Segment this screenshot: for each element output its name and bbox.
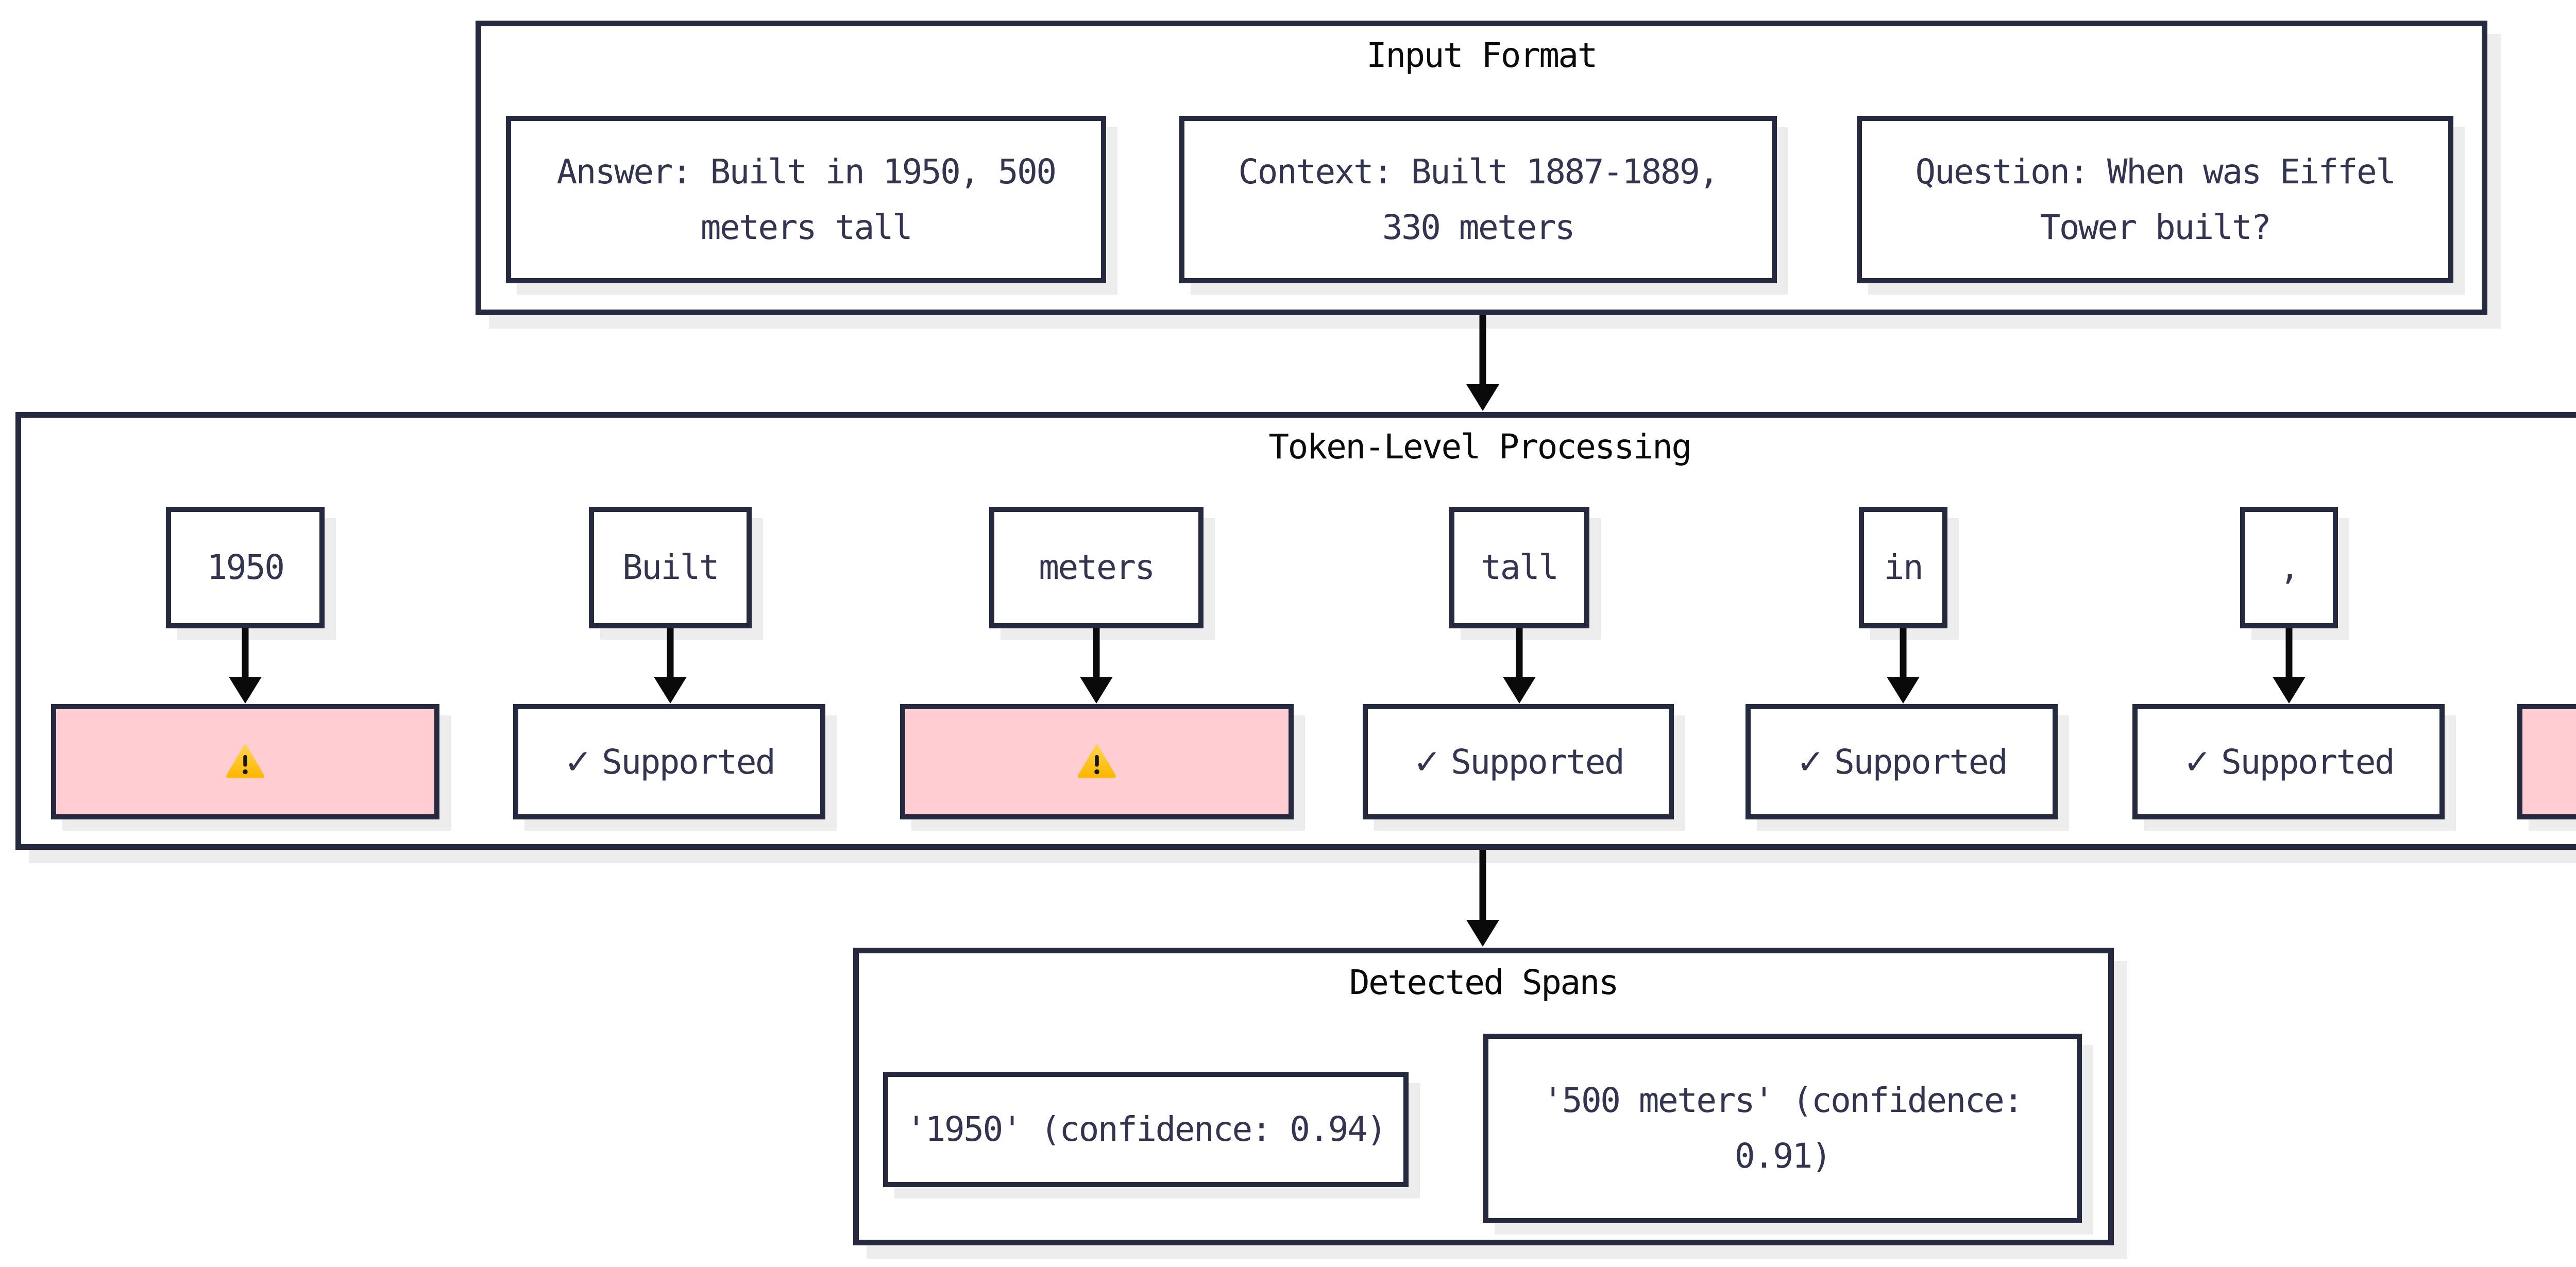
span-line-1: '500 meters' (confidence: [1543,1081,2024,1120]
status-box-unsupported [900,704,1294,819]
arrow-shaft [667,628,674,679]
context-card: Context: Built 1887-1889, 330 meters [1179,116,1777,283]
arrow-head [654,677,687,704]
arrow-shaft [1516,628,1523,679]
warning-icon [226,744,265,778]
question-line-2: Tower built? [2040,207,2272,247]
arrow-head [229,677,262,704]
token-box: 1950 [166,507,325,628]
arrow-head [1466,920,1499,947]
question-line-1: Question: When was Eiffel [1915,151,2396,192]
token-processing-section: Token-Level Processing 1950 Built meters… [15,412,2576,850]
token-box: , [2240,507,2338,628]
arrow-shaft [2285,628,2293,679]
input-format-title: Input Format [1366,36,1598,75]
status-label: Supported [1834,742,2008,782]
token-label: 1950 [207,547,285,587]
input-format-section: Input Format Answer: Built in 1950, 500 … [476,21,2487,315]
status-box-supported: ✓Supported [2132,704,2445,819]
arrow-head [1503,677,1536,704]
span-card: '1950' (confidence: 0.94) [883,1072,1409,1187]
detected-spans-section: Detected Spans '1950' (confidence: 0.94)… [853,948,2114,1245]
token-arrow [654,628,687,704]
answer-card: Answer: Built in 1950, 500 meters tall [506,116,1106,283]
arrow-tokens-to-spans [1466,850,1499,947]
arrow-input-to-tokens [1466,315,1499,411]
token-label: , [2279,547,2300,587]
token-arrow [1080,628,1113,704]
token-box: tall [1449,507,1589,628]
warning-icon [1077,744,1116,778]
token-arrow [1503,628,1536,704]
span-line-1: '1950' (confidence: 0.94) [906,1109,1387,1149]
span-card: '500 meters' (confidence: 0.91) [1483,1034,2082,1223]
arrow-shaft [242,628,249,679]
arrow-shaft [1479,850,1486,922]
token-arrow [229,628,262,704]
token-label: tall [1481,547,1559,587]
arrow-shaft [1093,628,1100,679]
token-arrow [2273,628,2306,704]
token-processing-title: Token-Level Processing [1268,427,1692,467]
context-line-1: Context: Built 1887-1889, [1238,151,1719,192]
context-line-2: 330 meters [1382,207,1575,247]
token-arrow [1887,628,1920,704]
status-label: Supported [602,742,776,782]
answer-line-2: meters tall [700,207,913,247]
arrow-head [1887,677,1920,704]
check-icon: ✓ [1796,742,1825,782]
detected-spans-title: Detected Spans [1349,963,1619,1002]
arrow-shaft [1900,628,1907,679]
status-label: Supported [2221,742,2395,782]
status-box-unsupported [51,704,439,819]
arrow-head [1080,677,1113,704]
arrow-head [2273,677,2306,704]
arrow-shaft [1479,315,1486,386]
status-box-supported: ✓Supported [1363,704,1674,819]
arrow-head [1466,384,1499,411]
question-card: Question: When was Eiffel Tower built? [1857,116,2453,283]
token-box: in [1859,507,1947,628]
status-box-supported: ✓Supported [513,704,825,819]
token-label: Built [622,547,720,587]
answer-line-1: Answer: Built in 1950, 500 [556,151,1057,192]
check-icon: ✓ [2183,742,2212,782]
token-label: in [1884,547,1924,587]
token-box: meters [989,507,1204,628]
token-label: meters [1039,547,1155,587]
span-line-2: 0.91) [1734,1136,1832,1176]
check-icon: ✓ [1413,742,1442,782]
status-box-unsupported [2517,704,2576,819]
status-label: Supported [1451,742,1625,782]
status-box-supported: ✓Supported [1745,704,2058,819]
token-box: Built [589,507,752,628]
check-icon: ✓ [564,742,593,782]
